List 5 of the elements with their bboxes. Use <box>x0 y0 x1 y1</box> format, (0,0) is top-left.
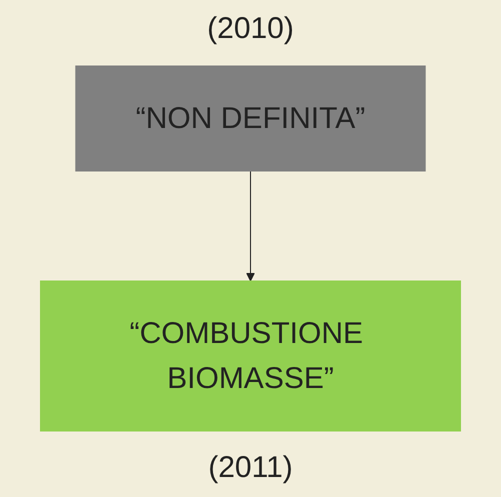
node-box: “COMBUSTIONE BIOMASSE” <box>40 280 461 432</box>
year-label: (2011) <box>208 451 293 485</box>
node-box: “NON DEFINITA” <box>75 66 426 172</box>
year-label: (2010) <box>207 12 294 46</box>
arrow <box>246 170 255 282</box>
